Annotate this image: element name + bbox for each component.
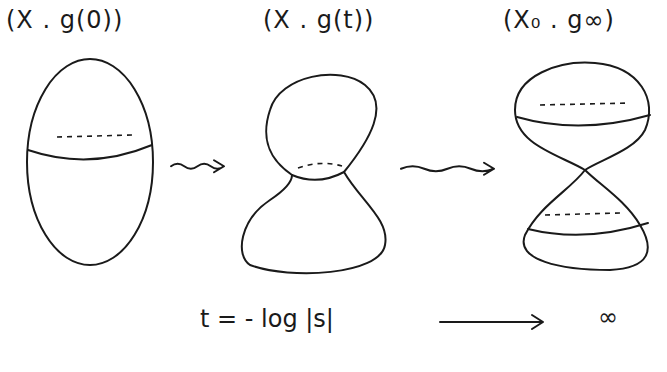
squiggle-arrow (401, 163, 494, 175)
squiggle-arrow (171, 160, 224, 172)
surface-outline (230, 60, 395, 280)
space-label: (X₀ . g∞) (503, 6, 615, 34)
space-label: (X . g(t)) (263, 6, 374, 34)
surface-outline (15, 55, 165, 270)
metric-space-figure: (X . g(0)) (0, 0, 175, 280)
metric-space-figure: (X₀ . g∞) (495, 0, 665, 285)
surface-outline (500, 55, 660, 280)
metric-space-figure: (X . g(t)) (225, 0, 470, 285)
parameter-formula: t = - log |s| (200, 305, 334, 333)
limit-symbol: ∞ (598, 303, 618, 331)
space-label: (X . g(0)) (6, 6, 123, 34)
